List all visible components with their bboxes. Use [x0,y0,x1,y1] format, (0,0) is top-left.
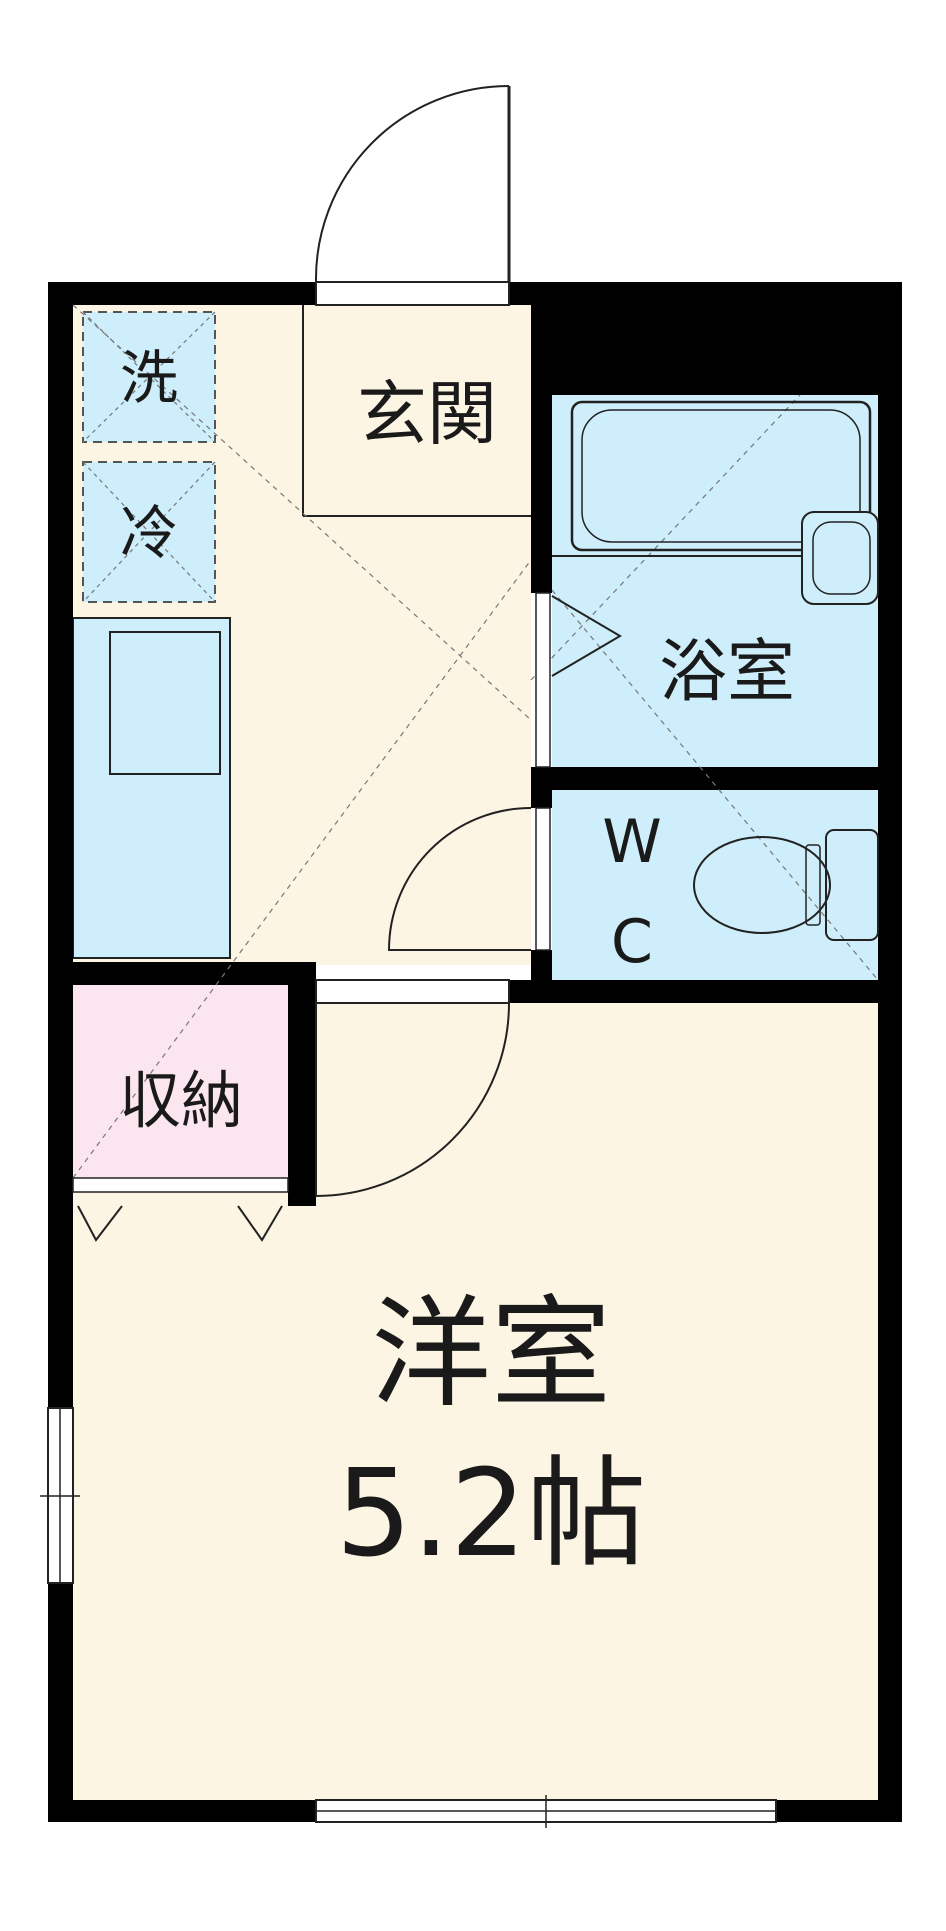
wall-bath-block [531,282,902,395]
wc-door-swing [387,807,532,951]
entrance-area [302,85,531,517]
entrance-door-opening [315,281,510,306]
storage-floor [73,985,288,1178]
storage-fold-left [77,1205,123,1242]
wall-top-left [48,282,316,305]
wash-basin [801,511,879,605]
walls [48,282,902,1822]
wall-right [878,282,902,1822]
appliance-spaces [82,311,216,603]
room-door [315,979,510,1198]
kitchen-sink [109,631,221,775]
storage-closet-door [72,1177,289,1193]
wash-basin-bowl [812,521,871,595]
wall-left [48,282,73,1822]
washer-box [82,311,216,443]
fridge-label: 冷 [120,499,178,567]
diag-line-b [72,559,532,1179]
bathtub-inner [581,409,861,543]
storage-fold-right [237,1205,283,1242]
room-door-opening [315,979,510,1004]
entrance-door-swing [314,85,510,283]
wc-door-frame [535,807,551,951]
fridge-diag-2 [82,461,216,603]
wall-room-top [509,980,531,1003]
toilet-lever [805,844,821,926]
room-door-swing [315,1002,510,1198]
floors [72,305,878,1800]
wall-inner-vertical-top [531,395,552,593]
bath-label: 浴室 [659,633,795,712]
washer-diag-1 [82,311,216,443]
bathroom [535,400,879,768]
wc-floor [552,790,878,980]
washer-diag-2 [82,311,216,443]
storage-label: 収納 [119,1064,243,1137]
western-room-label: 洋室 [371,1285,611,1424]
diag-line-d [551,589,879,981]
toilet-bowl [693,836,831,934]
wall-inner-vertical-low [531,950,552,1003]
wall-storage-top [48,962,316,985]
diag-line-a [72,304,532,721]
fridge-box [82,461,216,603]
wall-storage-right [288,962,316,1206]
wc [387,807,879,951]
washer-label: 洗 [120,344,178,412]
western-room-size: 5.2帖 [336,1445,647,1584]
wall-inner-vertical-mid [531,767,552,808]
toilet-tank [825,829,879,941]
bathtub [570,400,872,552]
wall-wc-bottom [531,980,902,1003]
storage-area [72,1177,289,1242]
bath-door-fold [551,595,622,677]
wc-label-c: C [611,907,653,977]
labels: 洗 冷 玄関 浴室 W C 収納 洋室 5.2帖 [119,344,795,1584]
wc-label-w: W [602,807,661,877]
entrance-label: 玄関 [357,373,497,455]
windows [40,1407,777,1828]
bath-door-frame [535,592,551,768]
wall-bath-wc [531,767,878,790]
dashed-diagonals [72,304,879,1179]
